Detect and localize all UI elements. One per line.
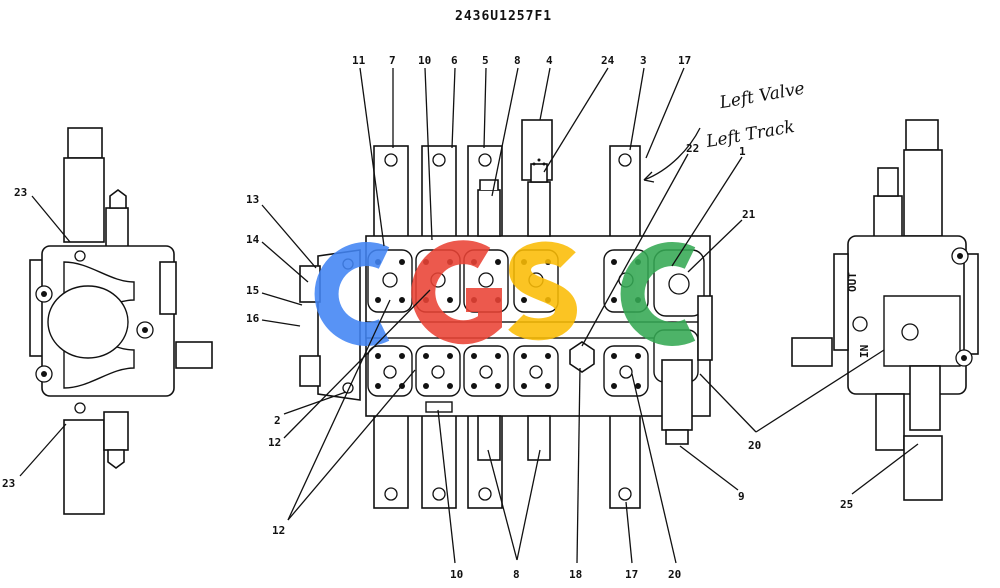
left-side-view (29, 127, 213, 515)
drawing-title: 2436U1257F1 (455, 9, 552, 24)
callout-bottom-20: 20 (668, 568, 681, 581)
callout-leftview-23-top: 23 (14, 186, 27, 199)
callout-top-17: 17 (678, 54, 691, 67)
note-left-valve: Left Valve (717, 79, 806, 114)
watermark-letter-c1 (314, 242, 390, 346)
callout-top-11: 11 (352, 54, 366, 67)
callout-right-25: 25 (840, 498, 853, 511)
cgsc-watermark (314, 240, 696, 346)
callout-right-21: 21 (742, 208, 756, 221)
callout-left-14: 14 (246, 233, 260, 246)
callout-bottom-18: 18 (569, 568, 582, 581)
callout-left-13: 13 (246, 193, 259, 206)
callout-bottom-8: 8 (513, 568, 520, 581)
callout-left-12b: 12 (272, 524, 285, 537)
callout-left-15: 15 (246, 284, 259, 297)
watermark-letter-g (411, 240, 502, 345)
callout-right-22: 22 (686, 142, 699, 155)
callout-labels: 11 7 10 6 5 8 4 24 3 17 13 14 15 16 2 12… (2, 54, 853, 581)
callout-bottom-17: 17 (625, 568, 638, 581)
spool-end-holes (384, 153, 632, 501)
callout-top-8: 8 (514, 54, 521, 67)
callout-right-20: 20 (748, 439, 761, 452)
watermark-letter-s (508, 241, 578, 341)
handwritten-note: Left Valve Left Track (704, 79, 806, 153)
callout-bottom-10: 10 (450, 568, 463, 581)
callout-left-12a: 12 (268, 436, 281, 449)
callout-top-4: 4 (546, 54, 553, 67)
callout-top-10: 10 (418, 54, 431, 67)
callout-left-2: 2 (274, 414, 281, 427)
callout-top-5: 5 (482, 54, 489, 67)
callout-left-16: 16 (246, 312, 260, 325)
watermark-letter-c2 (620, 242, 696, 346)
leader-lines (19, 67, 919, 564)
callout-leftview-23-bottom: 23 (2, 477, 15, 490)
callout-top-6: 6 (451, 54, 458, 67)
note-left-track: Left Track (704, 117, 796, 152)
out-port-label: OUT (846, 272, 859, 292)
callout-right-1: 1 (739, 145, 746, 158)
in-port-label: IN (858, 345, 871, 358)
callout-top-3: 3 (640, 54, 647, 67)
callout-top-24: 24 (601, 54, 615, 67)
callout-right-9: 9 (738, 490, 745, 503)
right-side-view: OUT IN (791, 119, 979, 501)
callout-top-7: 7 (389, 54, 396, 67)
